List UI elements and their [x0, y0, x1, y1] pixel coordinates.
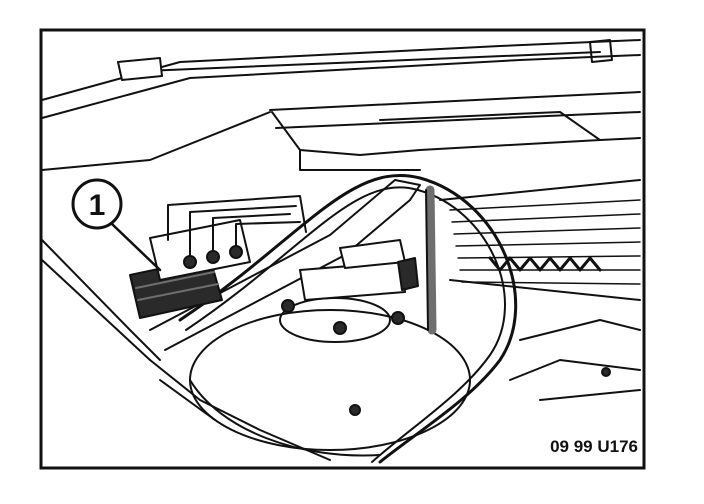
right-screw [601, 367, 611, 377]
brake-line-inner [185, 186, 506, 463]
cowl-step [299, 149, 421, 171]
brake-line-outer [178, 173, 518, 464]
hydraulic-unit [129, 195, 307, 319]
hood-latch [117, 57, 163, 81]
port-2 [206, 250, 220, 264]
cowl-flange [271, 111, 421, 156]
hood-edge-inner [41, 54, 641, 119]
hydraulic-unit-ribs [135, 271, 219, 301]
callout-circle [71, 178, 123, 230]
top-right-bracket [589, 39, 613, 63]
intake-grid-top [439, 179, 641, 201]
right-lower-panel-3 [539, 389, 641, 401]
cowl-box-edge [599, 137, 641, 141]
fender-top [41, 111, 271, 171]
cowl-panel [269, 91, 641, 111]
corrugated-hose [425, 185, 437, 335]
bolt-3 [391, 311, 405, 325]
callout-leader [110, 222, 162, 272]
figure-reference-code: 09 99 U176 [550, 437, 638, 456]
callout-number: 1 [89, 189, 106, 222]
hood-edge [41, 39, 641, 101]
right-lower-panel [519, 319, 641, 341]
bolt-1 [281, 299, 295, 313]
brake-pipes [167, 195, 307, 257]
control-unit-plug [397, 257, 419, 291]
strut-brace-end [394, 179, 421, 201]
right-lower-panel-2 [509, 359, 641, 381]
subframe-left-2 [159, 379, 216, 421]
fender-bottom [41, 239, 161, 361]
strut-dome-flank [189, 379, 381, 457]
hood-seam [119, 51, 601, 73]
cowl-box [379, 111, 601, 151]
fender-lip [41, 259, 151, 361]
callout-1: 1 [71, 178, 123, 230]
subframe-left [149, 359, 331, 461]
corrugated-hose-edge [425, 189, 429, 331]
bolt-4 [349, 404, 361, 416]
port-3 [229, 245, 243, 259]
bolt-2 [333, 321, 347, 335]
line-artwork [41, 39, 641, 464]
port-1 [183, 255, 197, 269]
cowl-panel-lower [275, 111, 641, 129]
intake-zigzag [488, 256, 602, 272]
intake-grid-bottom [449, 279, 641, 301]
intake-grid-slats [449, 199, 641, 285]
